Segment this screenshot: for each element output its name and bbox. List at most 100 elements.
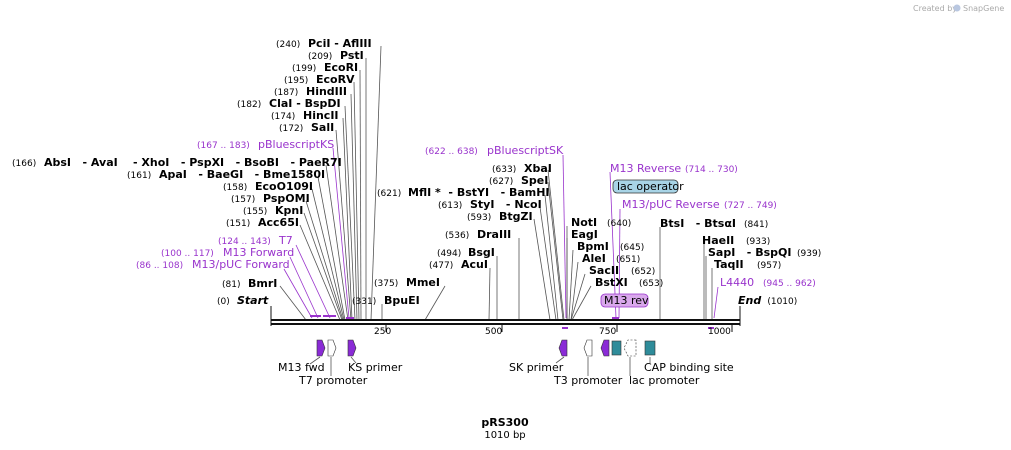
enzyme-name: HaeII — [702, 234, 734, 247]
enzyme-name: MmeI — [406, 276, 440, 289]
enzyme-name: PciI - AflIII — [308, 37, 372, 50]
feature-labels-above: (167 .. 183) pBluescriptKS (124 .. 143) … — [136, 138, 816, 289]
m13-fwd-primer-arrow — [316, 339, 326, 357]
enzyme-pos: (613) — [438, 201, 462, 211]
sk-primer-label: SK primer — [509, 361, 564, 374]
enzyme-name: AcuI — [461, 258, 488, 271]
enzyme-name: SpeI — [521, 174, 548, 187]
enzyme-pos: (240) — [276, 40, 300, 50]
enzyme-pos: (651) — [616, 255, 640, 265]
lac-promoter-arrow — [623, 339, 637, 357]
feature-name: pBluescriptKS — [258, 138, 334, 151]
enzyme-pos: (166) — [12, 159, 36, 169]
enzyme-pos: (939) — [797, 249, 821, 259]
enzyme-pos: (375) — [374, 279, 398, 289]
enzyme-pos: (633) — [492, 165, 516, 175]
enzyme-labels-left: (240) PciI - AflIII (209) PstI (199) Eco… — [12, 37, 372, 290]
enzyme-name: AbsI - AvaI - XhoI - PspXI - BsoBI - Pae… — [44, 156, 342, 169]
enzyme-pos: (187) — [274, 88, 298, 98]
feature-name: M13/pUC Forward — [192, 258, 290, 271]
enzyme-name: SalI — [311, 121, 334, 134]
m13-fwd-label: M13 fwd — [278, 361, 325, 374]
enzyme-pos: (158) — [223, 183, 247, 193]
enzyme-name: PspOMI — [263, 192, 310, 205]
enzyme-labels-middle: (621) MflI * - BstYI - BamHI (633) XbaI … — [352, 162, 552, 307]
enzyme-pos: (841) — [744, 220, 768, 230]
feature-pos: (100 .. 117) — [161, 249, 214, 259]
enzyme-pos: (933) — [746, 237, 770, 247]
t3-promoter-label: T3 promoter — [553, 374, 623, 387]
feature-name: T7 — [278, 234, 293, 247]
t7-promoter-arrow — [327, 339, 337, 357]
ks-primer-arrow — [347, 339, 357, 357]
enzyme-pos: (621) — [377, 189, 401, 199]
plasmid-title: pRS300 1010 bp — [481, 416, 529, 441]
feature-pos: (167 .. 183) — [197, 141, 250, 151]
enzyme-name: BsgI — [468, 246, 495, 259]
sequence-backbone — [270, 306, 741, 326]
enzyme-pos: (155) — [243, 207, 267, 217]
enzyme-pos: (477) — [429, 261, 453, 271]
enzyme-pos: (161) — [127, 171, 151, 181]
feature-pos: (124 .. 143) — [218, 237, 271, 247]
feature-pos: (622 .. 638) — [425, 147, 478, 157]
enzyme-pos: (172) — [279, 124, 303, 134]
end-label: End — [738, 294, 761, 307]
lac-operator-box — [611, 340, 622, 356]
enzyme-name: Acc65I — [258, 216, 299, 229]
start-label: Start — [237, 294, 269, 307]
lac-operator-label: lac operator — [612, 179, 684, 194]
feature-pos: (945 .. 962) — [763, 279, 816, 289]
enzyme-pos: (627) — [489, 177, 513, 187]
enzyme-pos: (645) — [620, 243, 644, 253]
enzyme-name: HindIII — [306, 85, 347, 98]
t3-promoter-arrow — [583, 339, 593, 357]
m13-rev-text: M13 rev — [604, 294, 649, 307]
sequence-ends: (0) Start End (1010) — [217, 294, 797, 307]
enzyme-pos: (151) — [226, 219, 250, 229]
enzyme-pos: (331) — [352, 297, 376, 307]
feature-name: M13/pUC Reverse — [622, 198, 720, 211]
enzyme-name: AleI — [582, 252, 606, 265]
enzyme-pos: (195) — [284, 76, 308, 86]
enzyme-name: BtgZI — [499, 210, 533, 223]
enzyme-name: SapI - BspQI — [708, 246, 791, 259]
enzyme-pos: (157) — [231, 195, 255, 205]
enzyme-name: BtsI - BtsαI — [660, 217, 736, 230]
enzyme-name: BmrI — [248, 277, 277, 290]
enzyme-pos: (209) — [308, 52, 332, 62]
enzyme-name: SacII — [589, 264, 619, 277]
enzyme-pos: (81) — [222, 280, 240, 290]
m13-rev-primer-arrow — [600, 339, 610, 357]
enzyme-name: EcoRI — [324, 61, 358, 74]
cap-binding-site-box — [644, 340, 656, 356]
enzyme-name: MflI * - BstYI - BamHI — [408, 186, 550, 199]
enzyme-name: NotI — [571, 216, 597, 229]
ruler-ticks: 250 500 750 1000 — [374, 324, 733, 337]
lac-promoter-label: lac promoter — [629, 374, 700, 387]
start-pos: (0) — [217, 297, 230, 307]
enzyme-name: ApaI - BaeGI - Bme1580I — [159, 168, 325, 181]
enzyme-name: StyI - NcoI — [470, 198, 542, 211]
enzyme-name: XbaI — [524, 162, 552, 175]
enzyme-pos: (593) — [467, 213, 491, 223]
feature-name: L4440 — [720, 276, 754, 289]
enzyme-name: EagI — [571, 228, 598, 241]
enzyme-name: KpnI — [275, 204, 303, 217]
primer-binding-marks — [310, 315, 714, 329]
enzyme-name: BpmI — [577, 240, 609, 253]
enzyme-pos: (652) — [631, 267, 655, 277]
enzyme-name: BstXI — [595, 276, 628, 289]
m13-rev-label: M13 rev — [600, 293, 649, 308]
ruler-tick-label: 500 — [485, 327, 502, 337]
plasmid-length: 1010 bp — [484, 430, 525, 441]
enzyme-pos: (653) — [639, 279, 663, 289]
enzyme-name: ClaI - BspDI — [269, 97, 341, 110]
enzyme-name: DraIII — [477, 228, 511, 241]
feature-pos: (727 .. 749) — [724, 201, 777, 211]
enzyme-pos: (640) — [607, 219, 631, 229]
ruler-tick-label: 1000 — [708, 327, 731, 337]
enzyme-pos: (957) — [757, 261, 781, 271]
enzyme-name: PstI — [340, 49, 364, 62]
